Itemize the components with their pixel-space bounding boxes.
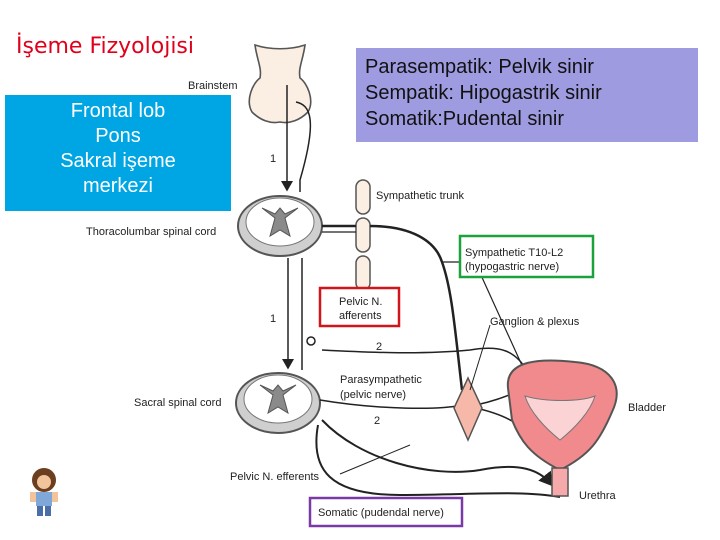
cartoon-figure-icon [30,468,58,516]
ganglion-shape [453,376,483,442]
efferent-label-leader [339,444,411,475]
ganglion-label: Ganglion & plexus [490,316,580,328]
sympathetic-trunk-label: Sympathetic trunk [376,190,465,202]
pudendal-nerve-path [315,424,561,498]
sacral-label: Sacral spinal cord [134,397,221,409]
center-item: Pons [95,125,141,147]
nerve-item-parasympathetic: Parasempatik: Pelvik sinir [365,56,594,78]
nerve-item-somatic: Somatik:Pudental sinir [365,108,564,130]
nerve-types-box: Parasempatik: Pelvik sinir Sempatik: Hip… [356,48,698,142]
brainstem-label: Brainstem [188,80,238,92]
parasympathetic-label-line1: Parasympathetic [340,374,422,386]
bladder-shape [506,359,618,497]
page-title: İşeme Fizyolojisi [16,34,195,59]
voiding-centers-box: Frontal lob Pons Sakral işeme merkezi [5,95,231,211]
pelvic-efferents-label: Pelvic N. efferents [230,471,320,483]
sympathetic-trunk-chain [355,179,371,291]
pathway-number-1-top: 1 [270,153,276,165]
pathway-number-2-bottom: 2 [374,415,380,427]
bladder-label: Bladder [628,402,666,414]
center-item: Frontal lob [70,100,166,122]
somatic-label-frame [308,496,464,528]
pathway-number-2-top: 2 [376,341,382,353]
afferents-label-line1: Pelvic N. [339,296,382,308]
brainstem-shape [248,43,312,124]
afferents-label-line2: afferents [339,310,382,322]
sympathetic-label-line1: Sympathetic T10-L2 [465,247,563,259]
afferents-label-frame [318,286,401,328]
sympathetic-label-frame [458,234,595,279]
thoracolumbar-cord-shape [237,195,323,257]
ganglion-label-leader [469,324,491,391]
ascending-tract-upper [295,101,312,192]
afferent-terminal [306,336,316,346]
pelvic-efferent-path [321,419,554,487]
thoracolumbar-label: Thoracolumbar spinal cord [86,226,216,238]
somatic-label: Somatic (pudendal nerve) [318,507,444,519]
pelvic-afferent-path [321,347,529,373]
center-item: Sakral işeme [60,150,176,172]
sympathetic-label-line2: (hypogastric nerve) [465,261,559,273]
center-item: merkezi [82,175,153,197]
parasympathetic-path [319,399,463,410]
sacral-cord-shape [235,372,321,434]
urethra-label: Urethra [579,490,617,502]
pathway-number-1-bottom: 1 [270,313,276,325]
nerve-item-sympathetic: Sempatik: Hipogastrik sinir [365,82,602,104]
parasympathetic-label-line2: (pelvic nerve) [340,389,406,401]
